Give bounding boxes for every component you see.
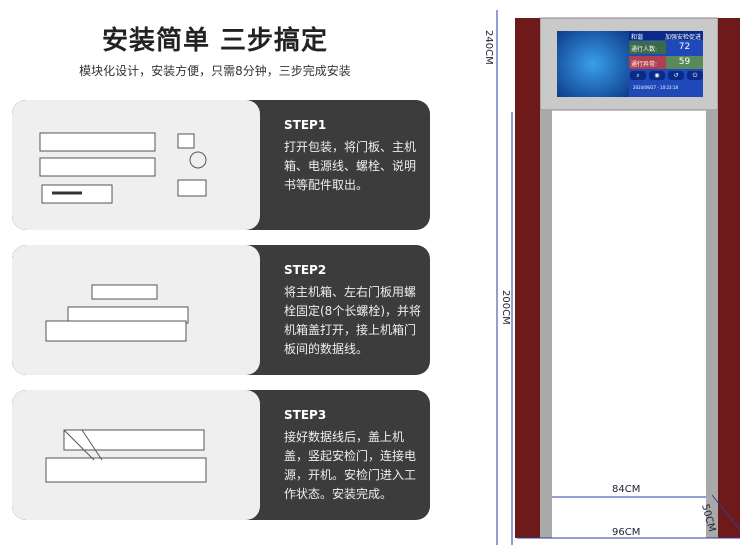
step-card-2: STEP2 将主机箱、左右门板用螺栓固定(8个长螺栓)，并将机箱盖打开，接上机箱门… [12,245,430,375]
assembly-drawing [45,284,189,342]
display-screen: 和谐 加强安检促进 通行人数: 72 通行异常:59 ⌕◉↺⏻ 2024/09/27… [557,31,703,97]
step-label: STEP2 [284,263,327,277]
power-icon: ⏻ [687,71,703,80]
screen-datetime: 2024/09/27 - 10:23:18 [633,85,679,90]
parts-drawing [39,132,207,204]
step1-illustration [12,100,260,230]
step2-illustration [12,245,260,375]
connect-drawing [45,429,207,483]
step-text: 打开包装，将门板、主机箱、电源线、螺栓、说明书等配件取出。 [284,140,417,192]
right-pillar [718,18,740,538]
right-panel [706,110,718,538]
search-icon: ⌕ [630,71,646,80]
count-label: 通行人数: [629,41,666,54]
step3-illustration [12,390,260,520]
total-height-label: 240CM [483,30,494,65]
left-pillar [515,18,540,538]
step-card-1: STEP1 打开包装，将门板、主机箱、电源线、螺栓、说明书等配件取出。 [12,100,430,230]
step-card-3: STEP3 接好数据线后，盖上机盖，竖起安检门，连接电源，开机。安检门进入工作状态… [12,390,430,520]
count-value: 72 [678,42,691,52]
body-scan-image [557,31,629,97]
screen-header-right: 加强安检促进 [664,34,701,41]
alarm-value: 59 [666,56,703,69]
alarm-label: 通行异常: [629,56,666,69]
subtitle: 模块化设计，安装方便，只需8分钟，三步完成安装 [79,64,351,78]
step-text: 接好数据线后，盖上机盖，竖起安检门，连接电源，开机。安检门进入工作状态。安装完成… [284,430,417,501]
step-text: 将主机箱、左右门板用螺栓固定(8个长螺栓)，并将机箱盖打开，接上机箱门板间的数据… [284,285,421,356]
step-label: STEP1 [284,118,327,132]
step-label: STEP3 [284,408,327,422]
left-panel [540,110,552,538]
screen-header-left: 和谐 [631,34,644,41]
reset-icon: ↺ [668,71,684,80]
outer-width-label: 96CM [612,527,640,538]
inner-width-label: 84CM [612,484,640,495]
inner-height-label: 200CM [500,290,511,325]
eye-icon: ◉ [649,71,665,80]
page-title: 安装简单 三步搞定 [101,26,329,56]
